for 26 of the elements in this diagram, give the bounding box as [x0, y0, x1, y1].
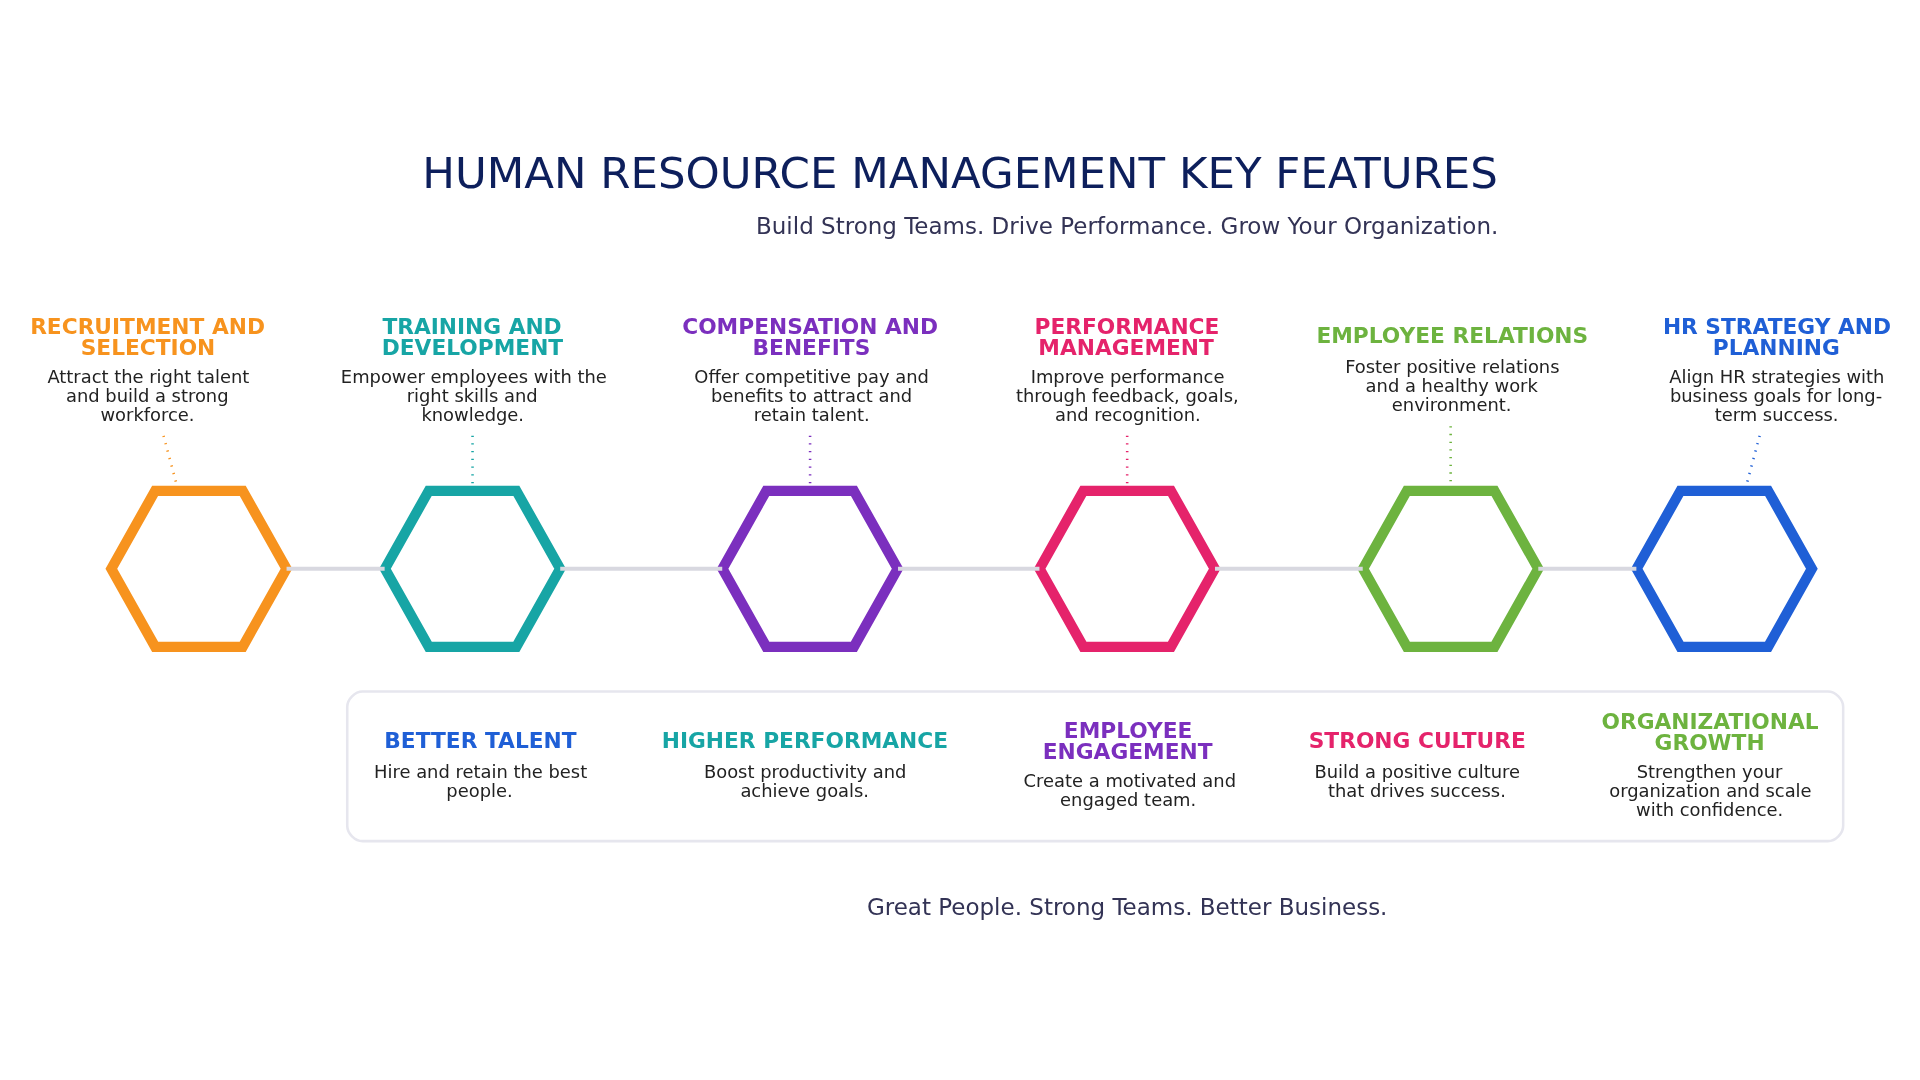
- node-text: COMPENSATION AND BENEFITS Offer competitive pay and benefits to attract and retain talent.: [682, 313, 939, 426]
- connector: [560, 566, 723, 571]
- node-text: EMPLOYEE RELATIONS Foster positive relations and a healthy work environment.: [1316, 322, 1589, 416]
- diagram-title: HUMAN RESOURCE MANAGEMENT KEY FEATURES: [422, 148, 1498, 199]
- node-hexagon: [1033, 485, 1221, 652]
- node-text: PERFORMANCE MANAGEMENT Improve performance through feedback, goals, and recognition.: [1015, 313, 1239, 426]
- node-hexagon: [1357, 485, 1545, 652]
- node-hexagon: [379, 485, 566, 652]
- connector: [1215, 566, 1363, 571]
- node-text: RECRUITMENT AND SELECTION Attract the right talent and build a strong workforce.: [30, 313, 265, 426]
- connector: [286, 566, 385, 571]
- connector: [1538, 566, 1637, 571]
- node-text: STRONG CULTURE Build a positive culture that drives success.: [1308, 727, 1526, 802]
- node-text: TRAINING AND DEVELOPMENT Empower employees with the right skills and knowledge.: [340, 313, 607, 426]
- node-text: HR STRATEGY AND PLANNING Align HR strategies with business goals for long-term success.: [1662, 313, 1891, 426]
- node-hexagon: [105, 485, 293, 652]
- node-text: ORGANIZATIONAL GROWTH Strengthen your organization and scale with confidence.: [1601, 708, 1819, 821]
- node-text: BETTER TALENT Hire and retain the best people.: [374, 727, 588, 802]
- label: Great People. Strong Teams. Better Business.: [866, 893, 1388, 920]
- node-text: HIGHER PERFORMANCE Boost productivity and achieve goals.: [661, 727, 949, 802]
- node-hexagon: [716, 485, 904, 652]
- label: Build Strong Teams. Drive Performance. Grow Your Organization.: [756, 213, 1499, 240]
- node-hexagon: [1630, 485, 1818, 652]
- connector: [898, 566, 1040, 571]
- node-text: EMPLOYEE ENGAGEMENT Create a motivated and engaged team.: [1023, 717, 1237, 811]
- cluster: [345, 690, 1845, 843]
